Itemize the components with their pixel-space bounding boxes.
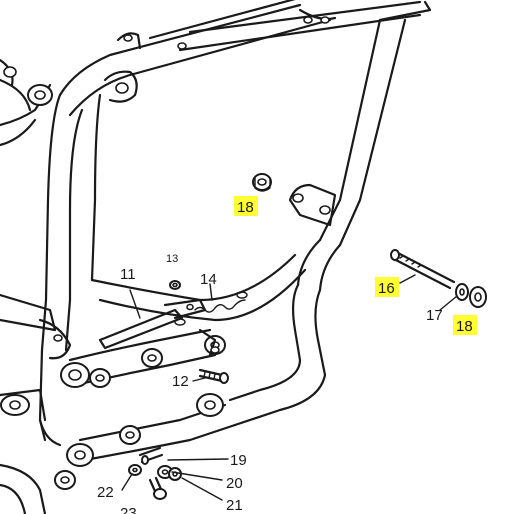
- highlight-18-upper: [234, 196, 258, 216]
- part-16-bolt: [390, 249, 456, 290]
- label-19: 19: [230, 452, 247, 469]
- small-parts: [98, 173, 487, 500]
- frame-drawing: [0, 0, 432, 514]
- label-17: 17: [426, 307, 443, 324]
- highlight-16: [375, 277, 399, 297]
- label-18-upper: 18: [237, 199, 254, 216]
- part-18-right-nut: [469, 286, 487, 308]
- label-14: 14: [200, 271, 217, 288]
- part-12-bolt: [198, 368, 229, 384]
- part-19-bolt: [138, 446, 164, 465]
- highlight-18-right: [453, 315, 477, 335]
- label-12: 12: [172, 373, 189, 390]
- label-11: 11: [120, 266, 136, 283]
- part-18-upper-bush: [252, 173, 272, 192]
- part-23-bolt: [148, 476, 167, 500]
- label-22: 22: [97, 484, 114, 501]
- part-14-spring: [174, 291, 248, 326]
- label-18-right: 18: [456, 318, 473, 335]
- part-13-nut: [169, 280, 181, 290]
- label-23: 23: [120, 505, 137, 514]
- part-11-stand: [98, 298, 207, 350]
- part-21-nut: [168, 467, 182, 481]
- label-20: 20: [226, 475, 243, 492]
- part-22-washer: [128, 464, 142, 476]
- label-16: 16: [378, 280, 395, 297]
- part-17-washer: [455, 283, 469, 301]
- part-labels: 11 13 14 12 18 16 17 18 19 20 21 22 23: [97, 199, 473, 514]
- leader-lines: [121, 274, 458, 501]
- label-21: 21: [226, 497, 243, 514]
- label-13: 13: [166, 253, 178, 265]
